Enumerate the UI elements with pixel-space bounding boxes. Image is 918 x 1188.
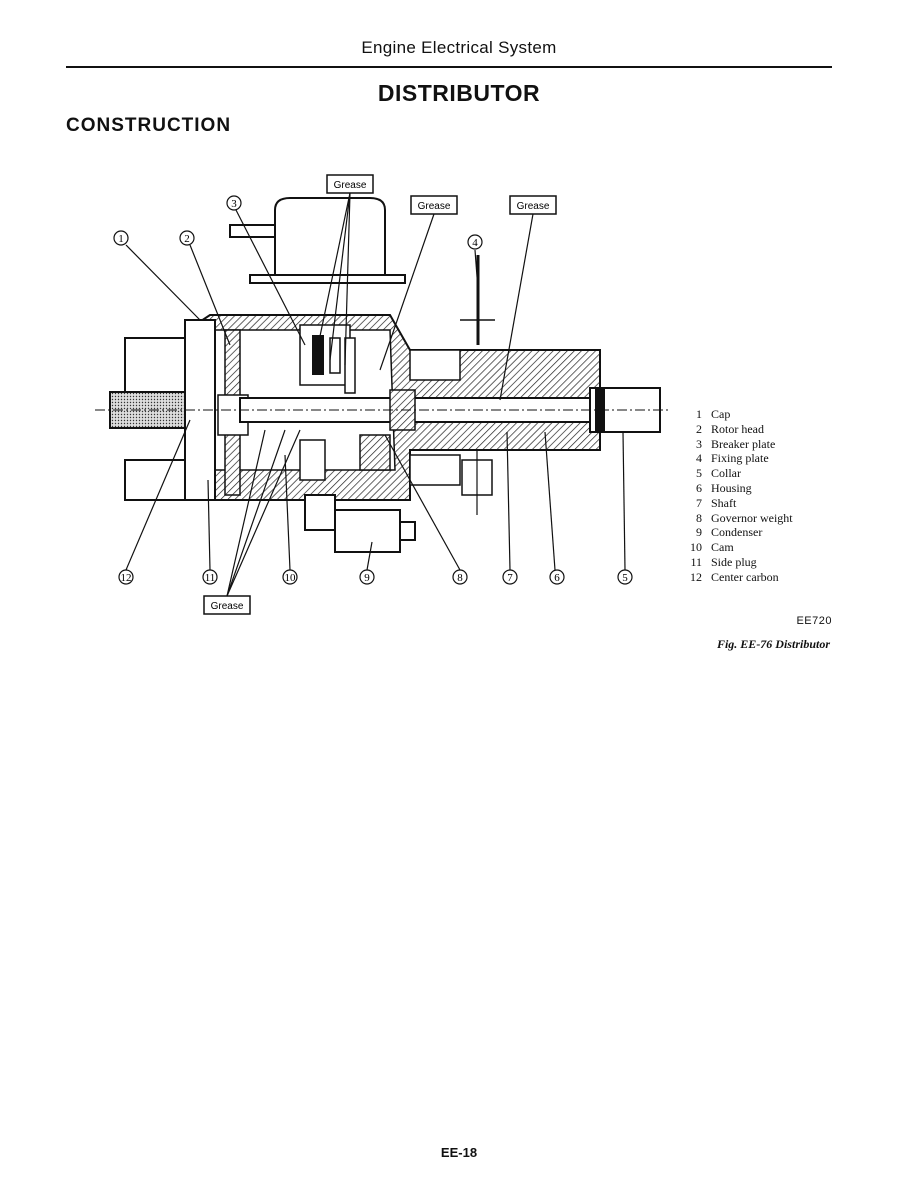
callout-9: 9 — [359, 569, 375, 585]
running-header: Engine Electrical System — [361, 38, 557, 57]
callout-7: 7 — [502, 569, 518, 585]
page-title: DISTRIBUTOR — [377, 80, 541, 106]
callout-8: 8 — [452, 569, 468, 585]
svg-text:5: 5 — [622, 572, 628, 584]
svg-text:12: 12 — [121, 572, 132, 584]
svg-text:1: 1 — [118, 233, 124, 245]
callout-6: 6 — [549, 569, 565, 585]
figure-code: EE720 — [796, 615, 832, 627]
grease-box-top-1: Grease — [326, 174, 374, 194]
svg-text:10: 10 — [285, 572, 297, 584]
svg-text:8: 8 — [457, 572, 463, 584]
callout-5: 5 — [617, 569, 633, 585]
callout-11: 11 — [202, 569, 218, 585]
grease-box-top-2: Grease — [410, 195, 458, 215]
svg-text:Grease: Grease — [211, 601, 244, 612]
svg-text:Grease: Grease — [418, 201, 451, 212]
leader-lines — [125, 192, 626, 597]
figure-caption: Fig. EE-76 Distributor — [716, 637, 830, 651]
callout-2: 2 — [179, 230, 195, 246]
svg-text:9: 9 — [364, 572, 370, 584]
svg-text:7: 7 — [507, 572, 513, 584]
distributor-cross-section-diagram: Grease Grease Grease Grease — [95, 174, 670, 615]
grease-box-bottom: Grease — [203, 595, 251, 615]
callout-4: 4 — [467, 234, 483, 250]
svg-text:11: 11 — [205, 572, 216, 584]
svg-text:Grease: Grease — [517, 201, 550, 212]
svg-text:Grease: Grease — [334, 180, 367, 191]
grease-box-top-3: Grease — [509, 195, 557, 215]
condenser — [304, 494, 416, 553]
breaker-assembly — [299, 324, 391, 481]
svg-text:2: 2 — [184, 233, 190, 245]
vacuum-controller — [229, 197, 406, 284]
page-number: EE-18 — [440, 1145, 478, 1160]
callout-10: 10 — [282, 569, 298, 585]
callout-12: 12 — [118, 569, 134, 585]
svg-text:6: 6 — [554, 572, 560, 584]
fixing-plate — [460, 255, 495, 345]
callout-3: 3 — [226, 195, 242, 211]
callout-1: 1 — [113, 230, 129, 246]
section-heading: CONSTRUCTION — [66, 115, 232, 136]
side-fittings — [409, 349, 493, 515]
svg-text:4: 4 — [472, 237, 478, 249]
header-rule — [66, 66, 832, 68]
svg-text:3: 3 — [231, 198, 237, 210]
collar — [595, 388, 605, 432]
